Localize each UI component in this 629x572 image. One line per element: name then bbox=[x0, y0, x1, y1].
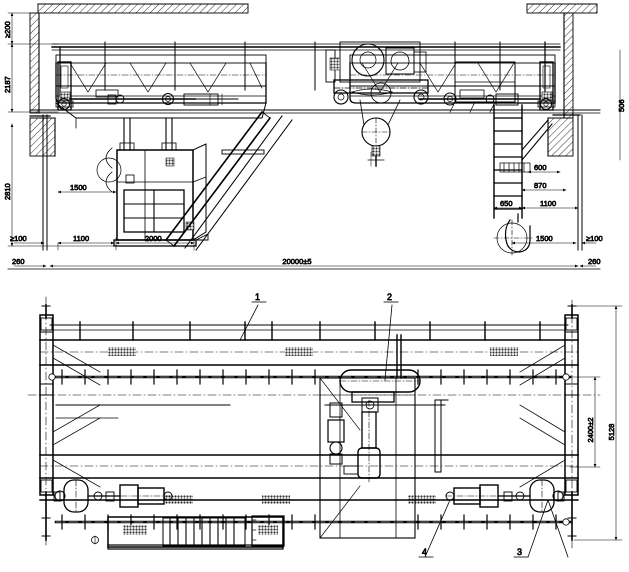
main-girder-plan-lower bbox=[39, 454, 579, 504]
elevation-dimension-lines bbox=[7, 12, 621, 270]
hook-detail bbox=[493, 213, 533, 257]
main-girder-right bbox=[349, 54, 556, 104]
plan-view: 2400±2 5128 1 2 3 4 bbox=[27, 292, 623, 558]
dim-cabin-depth: 2810 bbox=[3, 183, 12, 200]
dim-overall-width: 5128 bbox=[607, 424, 616, 441]
dim-rail-clearance-left: ≥100 bbox=[10, 234, 27, 243]
operator-cabin bbox=[96, 117, 209, 247]
access-stairway bbox=[164, 110, 293, 251]
callout-3: 3 bbox=[517, 547, 522, 557]
festoon-detail bbox=[499, 162, 531, 173]
callout-4: 4 bbox=[422, 547, 427, 557]
dim-cabin-width-a: 1100 bbox=[73, 234, 89, 243]
callout-1: 1 bbox=[255, 292, 260, 302]
plan-dimension-lines bbox=[569, 305, 623, 541]
callout-2: 2 bbox=[387, 292, 392, 302]
dim-hook-approach: 600 bbox=[534, 163, 547, 172]
building-structure-left bbox=[29, 3, 249, 251]
elevation-view: ≥200 2187 2810 ≥100 260 1500 1100 2000 2… bbox=[3, 3, 626, 270]
dim-cabin-width-b: 2000 bbox=[145, 234, 162, 243]
main-girder-plan-upper bbox=[39, 321, 579, 366]
corner-gussets bbox=[52, 344, 566, 488]
trolley-rail-plan-upper bbox=[48, 369, 572, 385]
dim-crane-height: 2187 bbox=[3, 76, 12, 93]
dim-ladder-width: 650 bbox=[500, 199, 513, 208]
trolley-rails bbox=[51, 43, 561, 51]
trolley-plan bbox=[319, 334, 421, 539]
trolley-hoist-assembly bbox=[325, 41, 429, 167]
dim-rail-clearance-right: ≥100 bbox=[586, 234, 603, 243]
plan-cross-bracing bbox=[55, 399, 449, 473]
dim-span: 20000±5 bbox=[282, 257, 311, 266]
dim-end-approach-right: 260 bbox=[588, 257, 601, 266]
plan-rail-centerlines bbox=[27, 296, 601, 549]
dim-rail-to-wall: 870 bbox=[534, 181, 547, 190]
building-structure-right bbox=[526, 3, 598, 251]
limit-switch-left bbox=[91, 535, 99, 545]
dim-total-height-right: 506 bbox=[617, 99, 626, 112]
travel-drive-left bbox=[53, 479, 173, 545]
stair-treads-plan bbox=[162, 517, 246, 547]
end-carriage-left bbox=[55, 61, 267, 129]
dim-cabin-offset: 1500 bbox=[70, 183, 87, 192]
operator-cabin-plan bbox=[107, 515, 285, 550]
access-ladder-right bbox=[493, 104, 553, 219]
plan-deck-panels bbox=[108, 416, 136, 425]
crane-travel-level bbox=[29, 109, 601, 114]
main-girder-left bbox=[55, 54, 267, 104]
dim-clearance-top: ≥200 bbox=[3, 21, 12, 38]
dim-rail-centers: 2400±2 bbox=[586, 418, 595, 443]
dim-end-approach-left: 260 bbox=[12, 257, 25, 266]
end-carriage-right bbox=[419, 61, 556, 173]
dim-ladder-offset: 1100 bbox=[540, 199, 556, 208]
plan-callout-leaders bbox=[239, 301, 569, 558]
travel-drive-right bbox=[445, 479, 565, 513]
dim-hook-height: 1500 bbox=[536, 234, 553, 243]
